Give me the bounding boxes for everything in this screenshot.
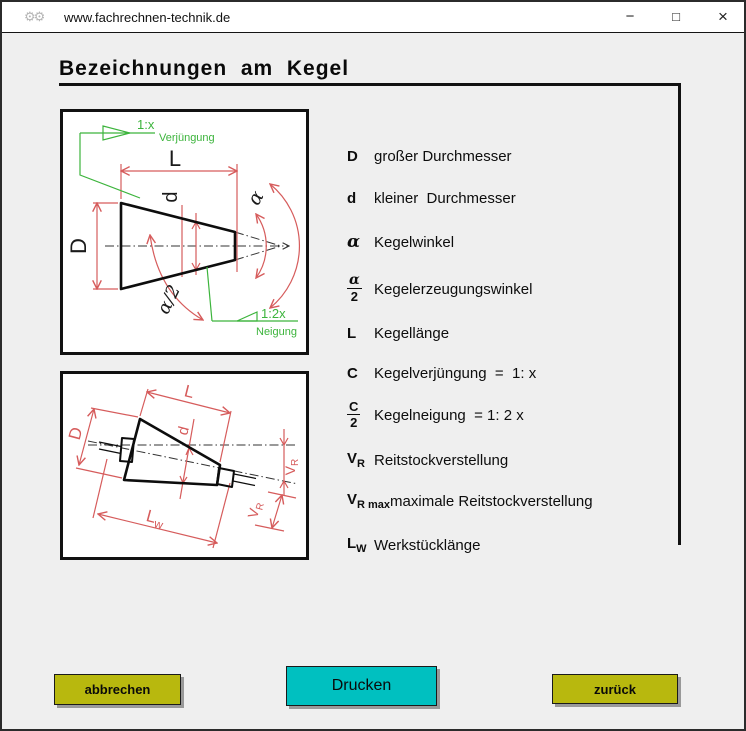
label-D: D — [65, 425, 87, 442]
definition-text: Kegelwinkel — [374, 233, 455, 251]
tailstock-offset-diagram: L D d Lw VR VR — [60, 371, 309, 560]
definition-row: L Kegellänge — [347, 321, 449, 345]
label-L: L — [182, 381, 196, 402]
taper-word-label: Verjüngung — [159, 132, 215, 144]
dimension-lines — [75, 388, 297, 549]
title-bar: ⚙⚙ www.fachrechnen-technik.de − □ × — [2, 2, 744, 33]
tailstock-diagram-svg: L D d Lw VR VR — [60, 371, 309, 560]
symbol-alpha: α — [347, 232, 361, 252]
heading-underline — [59, 83, 681, 86]
definition-text: Kegellänge — [374, 324, 450, 342]
minimize-button[interactable]: − — [625, 8, 635, 25]
definition-row: C Kegelverjüngung = 1: x — [347, 361, 536, 385]
definition-text: Kegelerzeugungswinkel — [374, 280, 533, 298]
definition-text: Kegelneigung = 1: 2 x — [374, 406, 524, 424]
definition-text: großer Durchmesser — [374, 147, 512, 165]
cone-diagram: L D d α α/2 1:x Verjüngung 1:2x Neigung — [60, 109, 309, 355]
taper-annotations — [79, 125, 298, 322]
maximize-button[interactable]: □ — [672, 9, 680, 24]
definition-row: VR Reitstockverstellung — [347, 448, 508, 472]
definition-row: d kleiner Durchmesser — [347, 186, 516, 210]
symbol-d: d — [347, 189, 357, 207]
diagram-frame — [60, 371, 309, 560]
print-button[interactable]: Drucken — [286, 666, 437, 706]
cone-outline — [119, 201, 237, 291]
label-Lw: Lw — [143, 506, 167, 532]
symbol-VRmax: VR max — [347, 491, 391, 511]
symbol-LW: LW — [347, 535, 367, 555]
cone-diagram-svg: L D d α α/2 1:x Verjüngung 1:2x Neigung — [60, 109, 309, 355]
definition-text: Kegelverjüngung = 1: x — [374, 364, 537, 382]
label-D: D — [66, 238, 91, 254]
definition-text: kleiner Durchmesser — [374, 189, 516, 207]
label-d: d — [160, 191, 182, 202]
slope-word-label: Neigung — [256, 326, 297, 338]
slope-ratio-label: 1:2x — [261, 306, 286, 321]
window-title: www.fachrechnen-technik.de — [64, 10, 231, 25]
close-button[interactable]: × — [718, 7, 728, 26]
cancel-button[interactable]: abbrechen — [54, 674, 181, 705]
definition-row: VR max maximale Reitstockverstellung — [347, 489, 593, 513]
back-button[interactable]: zurück — [552, 674, 678, 704]
taper-ratio-label: 1:x — [137, 117, 155, 132]
symbol-C: C — [347, 364, 358, 382]
gears-icon: ⚙⚙ — [24, 9, 45, 24]
definition-row: α Kegelwinkel — [347, 230, 454, 254]
definition-text: maximale Reitstockverstellung — [390, 492, 593, 510]
definition-row: LW Werkstücklänge — [347, 533, 480, 557]
page-title: Bezeichnungen am Kegel — [59, 57, 350, 80]
workpiece-outline — [98, 417, 257, 488]
label-VR-offset: VR — [244, 500, 267, 521]
symbol-D: D — [347, 147, 358, 165]
definition-text: Reitstockverstellung — [374, 451, 509, 469]
right-rule — [678, 83, 681, 545]
definition-text: Werkstücklänge — [374, 536, 481, 554]
definition-row: D großer Durchmesser — [347, 144, 512, 168]
label-L: L — [169, 146, 181, 171]
centerlines — [87, 440, 299, 485]
taper-labels: 1:x Verjüngung 1:2x Neigung — [137, 117, 297, 338]
symbol-L: L — [347, 324, 357, 342]
symbol-VR: VR — [347, 450, 365, 470]
label-VR-vertical: VR — [282, 459, 301, 476]
